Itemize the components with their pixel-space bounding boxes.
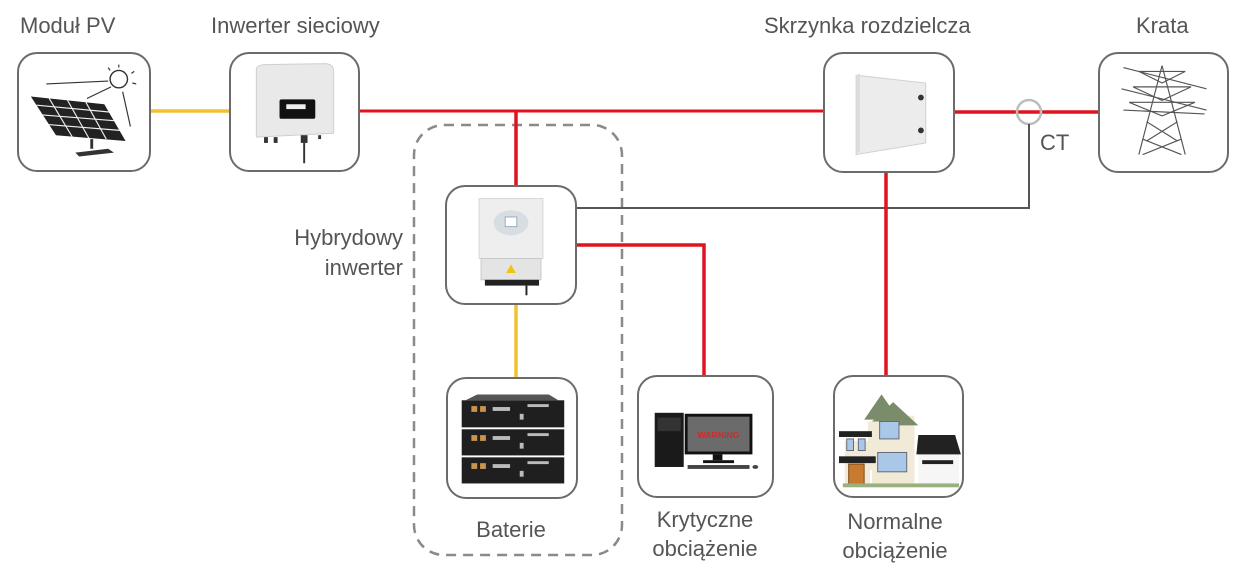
hybrid-group-dashed-border: [412, 123, 624, 557]
batteries-node: [446, 377, 578, 499]
hybrid-inverter-node: [445, 185, 577, 305]
ct-label: CT: [1040, 130, 1070, 155]
critical-load-node: WARNING: [637, 375, 774, 498]
warning-screen-text: WARNING: [698, 430, 740, 440]
grid-inverter-label: Inwerter sieciowy: [211, 13, 380, 38]
normal-load-label-line2: obciążenie: [842, 538, 948, 563]
ct-signal-line: [576, 124, 1030, 209]
pv-module-label: Moduł PV: [20, 13, 116, 38]
distribution-box-node: [823, 52, 955, 173]
normal-load-label-line1: Normalne: [847, 509, 943, 534]
hybrid-inverter-icon: [478, 198, 544, 296]
battery-rack-icon: [461, 394, 565, 484]
ac-line-hybrid-to-critical-load: [576, 243, 706, 376]
computer-icon: WARNING: [654, 412, 759, 469]
power-pylon-icon: [1121, 65, 1207, 156]
distribution-box-icon: [855, 73, 927, 156]
batteries-label: Baterie: [476, 517, 546, 542]
grid-inverter-node: [229, 52, 360, 172]
critical-load-label-line1: Krytyczne: [656, 507, 754, 532]
normal-load-node: [833, 375, 964, 498]
hybrid-inverter-label-line1: Hybrydowy: [294, 225, 403, 250]
grid-inverter-icon: [255, 63, 335, 164]
distribution-box-label: Skrzynka rozdzielcza: [764, 13, 971, 38]
hybrid-inverter-label-line2: inwerter: [324, 255, 403, 280]
house-icon: [839, 394, 961, 488]
critical-load-label-line2: obciążenie: [652, 536, 758, 561]
grid-label: Krata: [1136, 13, 1189, 38]
grid-node: [1098, 52, 1229, 173]
pv-module-node: [17, 52, 151, 172]
solar-panel-icon: [30, 64, 137, 157]
